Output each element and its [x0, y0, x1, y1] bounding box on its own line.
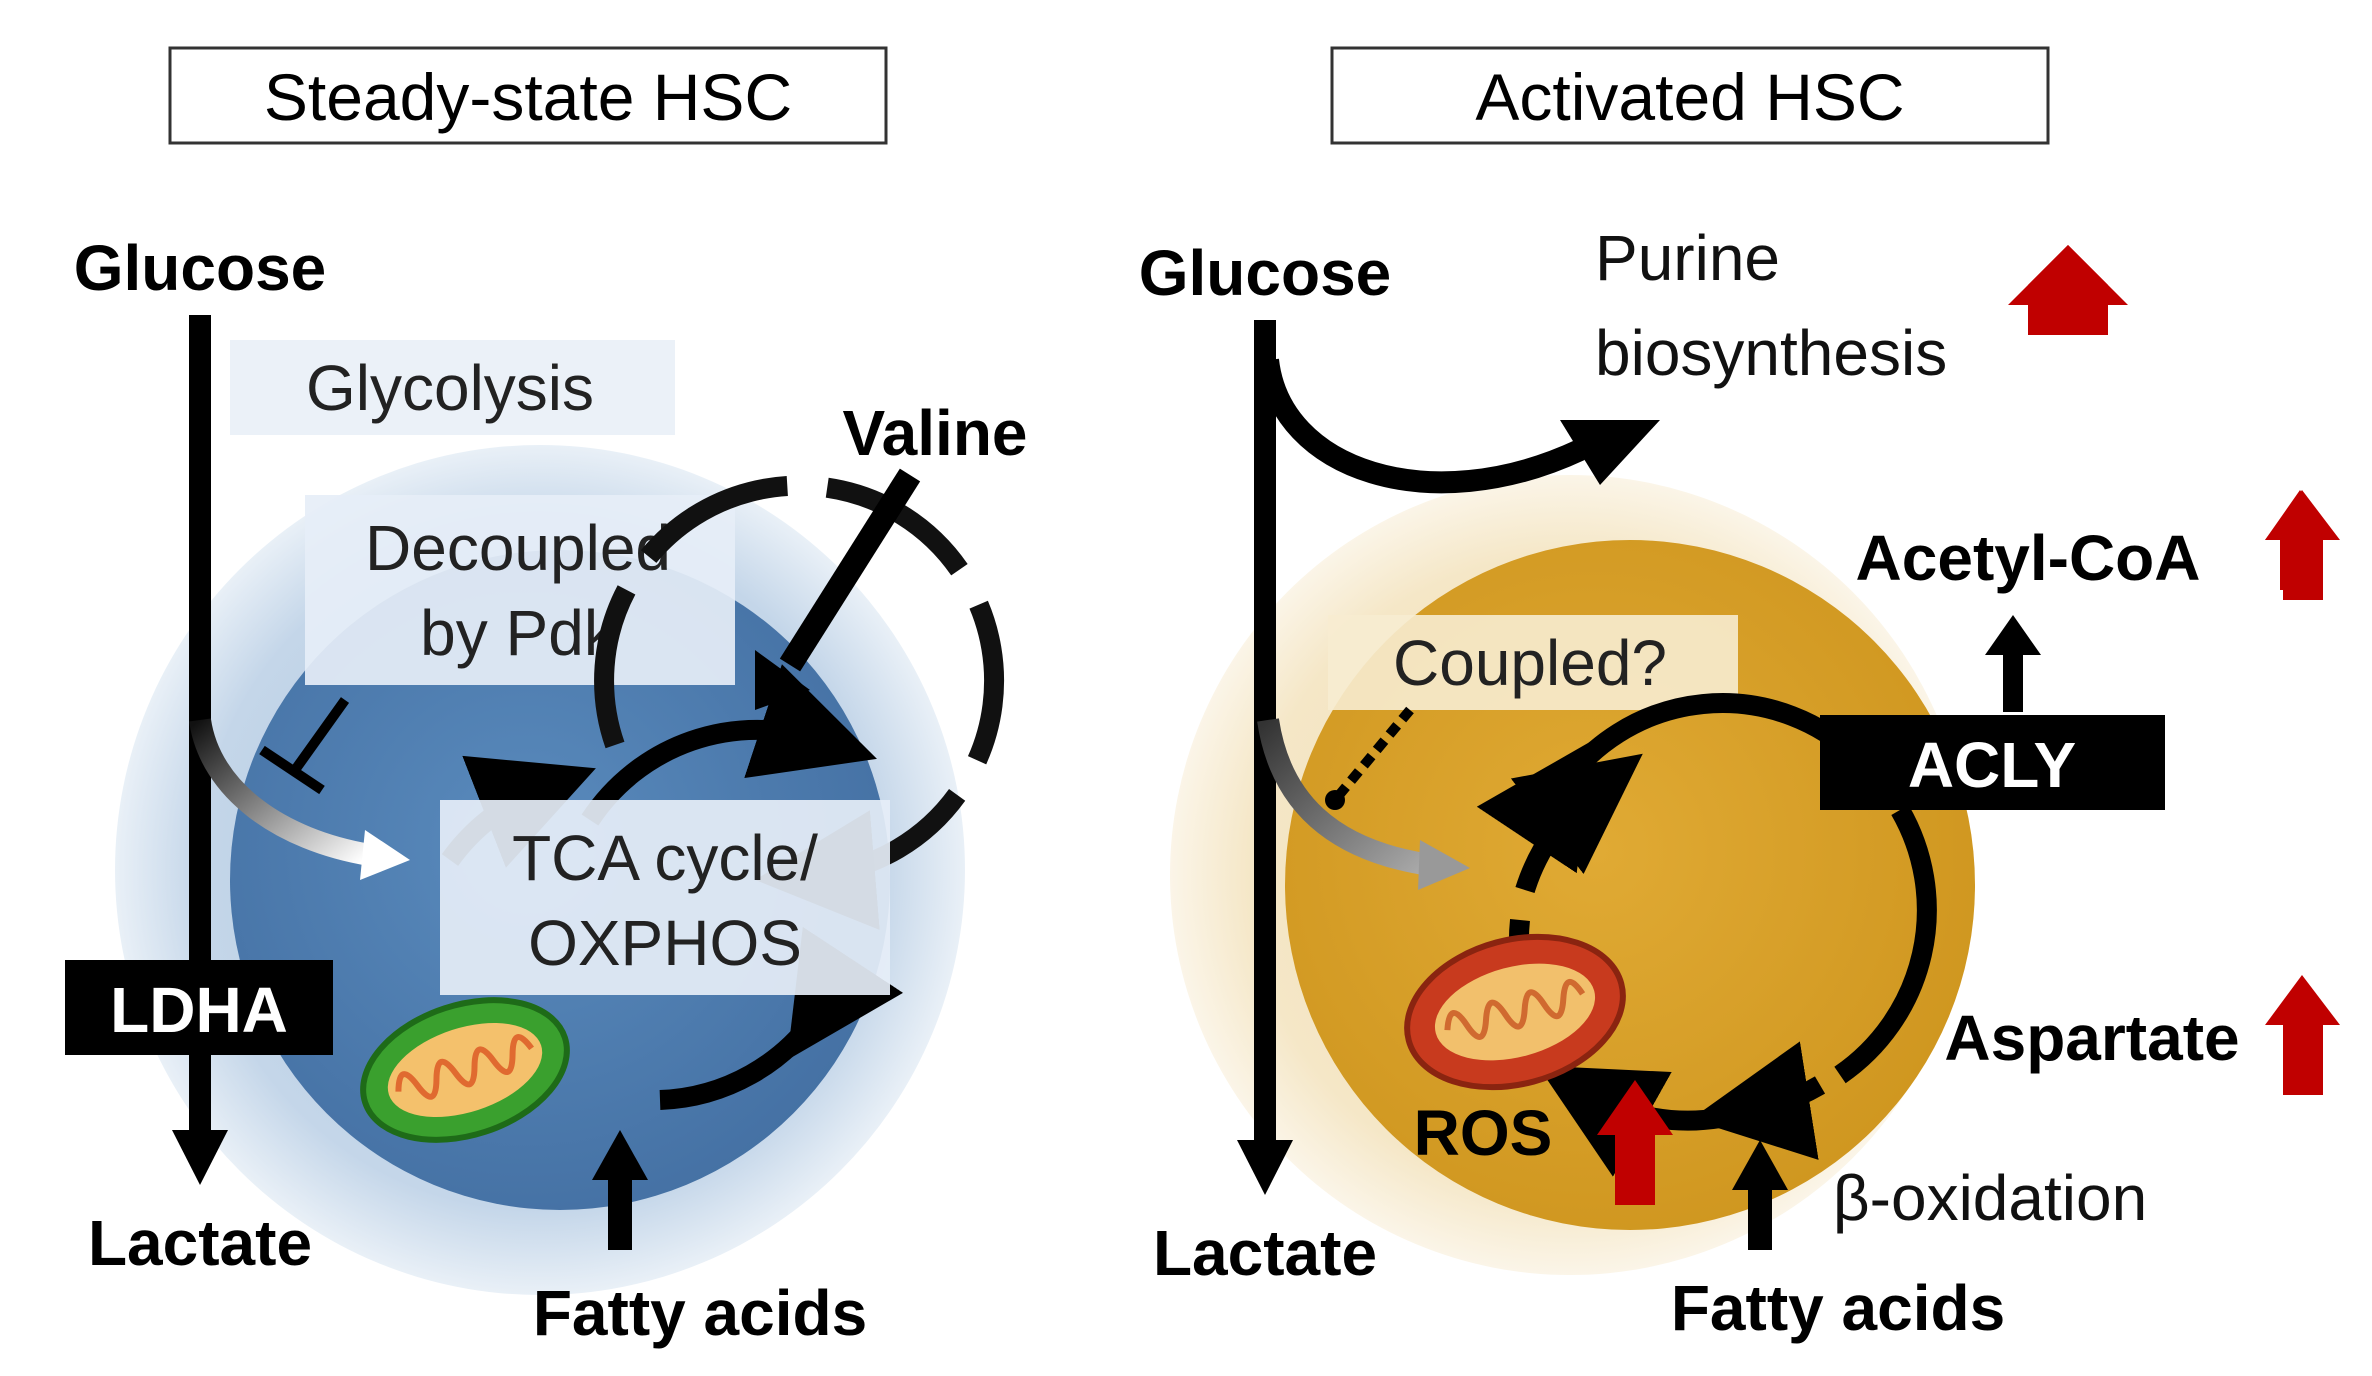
- left-tca-line2: OXPHOS: [528, 907, 802, 979]
- left-title-box: [168, 46, 888, 145]
- left-tca-line1: TCA cycle/: [512, 822, 818, 894]
- right-aspartate-up-icon: [2265, 975, 2340, 1095]
- left-lactate-label: Lactate: [88, 1207, 312, 1279]
- left-fatty-acids-arrowhead: [592, 1130, 648, 1180]
- right-acetyl-coa-up-icon: [2265, 490, 2340, 600]
- right-mitochondrion-icon: [1404, 933, 1626, 1091]
- right-acly-label: ACLY: [1908, 729, 2076, 801]
- left-panel: Steady-state HSC Glycolysis Decoupled by…: [65, 46, 1028, 1349]
- right-ros-label: ROS: [1414, 1097, 1553, 1169]
- right-panel: Activated HSC Glucose Lactate Purine bio…: [1139, 46, 2340, 1344]
- right-pyruvate-arrow: [1257, 718, 1432, 876]
- right-fatty-acids-label: Fatty acids: [1671, 1272, 2005, 1344]
- right-ros-up-icon: [1597, 1080, 1673, 1205]
- left-glucose-label: Glucose: [74, 232, 327, 304]
- left-lactate-arrowhead: [172, 1130, 228, 1185]
- left-decoupled-line1: Decoupled: [365, 512, 671, 584]
- left-mitochondrion-icon: [360, 997, 570, 1143]
- right-fatty-acids-arrowhead: [1732, 1140, 1788, 1190]
- right-title-box: [1330, 46, 2050, 145]
- right-coupled-label: Coupled?: [1393, 627, 1667, 699]
- left-fatty-acids-label: Fatty acids: [533, 1277, 867, 1349]
- right-lactate-arrowhead: [1237, 1140, 1293, 1195]
- left-ldha-label: LDHA: [110, 974, 288, 1046]
- left-valine-label: Valine: [843, 397, 1028, 469]
- left-valine-arrowhead: [755, 650, 810, 710]
- right-title: Activated HSC: [1475, 60, 1904, 134]
- right-purine-up-icon: [2008, 245, 2128, 335]
- left-decoupled-line2: by Pdk: [420, 597, 617, 669]
- right-lactate-label: Lactate: [1153, 1217, 1377, 1289]
- right-aspartate-label: Aspartate: [1944, 1002, 2239, 1074]
- left-glycolysis-label: Glycolysis: [306, 352, 594, 424]
- right-acetyl-coa-label: Acetyl-CoA: [1856, 522, 2201, 594]
- right-purine-line2: biosynthesis: [1595, 317, 1947, 389]
- right-purine-line1: Purine: [1595, 222, 1780, 294]
- right-acly-box: [1820, 715, 2165, 810]
- right-beta-oxidation-label: β-oxidation: [1833, 1162, 2147, 1234]
- right-purine-arrow: [1257, 358, 1585, 494]
- left-title: Steady-state HSC: [264, 60, 792, 134]
- right-glucose-label: Glucose: [1139, 237, 1392, 309]
- left-tca-cycle-arrow: [594, 475, 1005, 930]
- left-pyruvate-arrow: [189, 718, 372, 866]
- left-ldha-box: [65, 960, 333, 1055]
